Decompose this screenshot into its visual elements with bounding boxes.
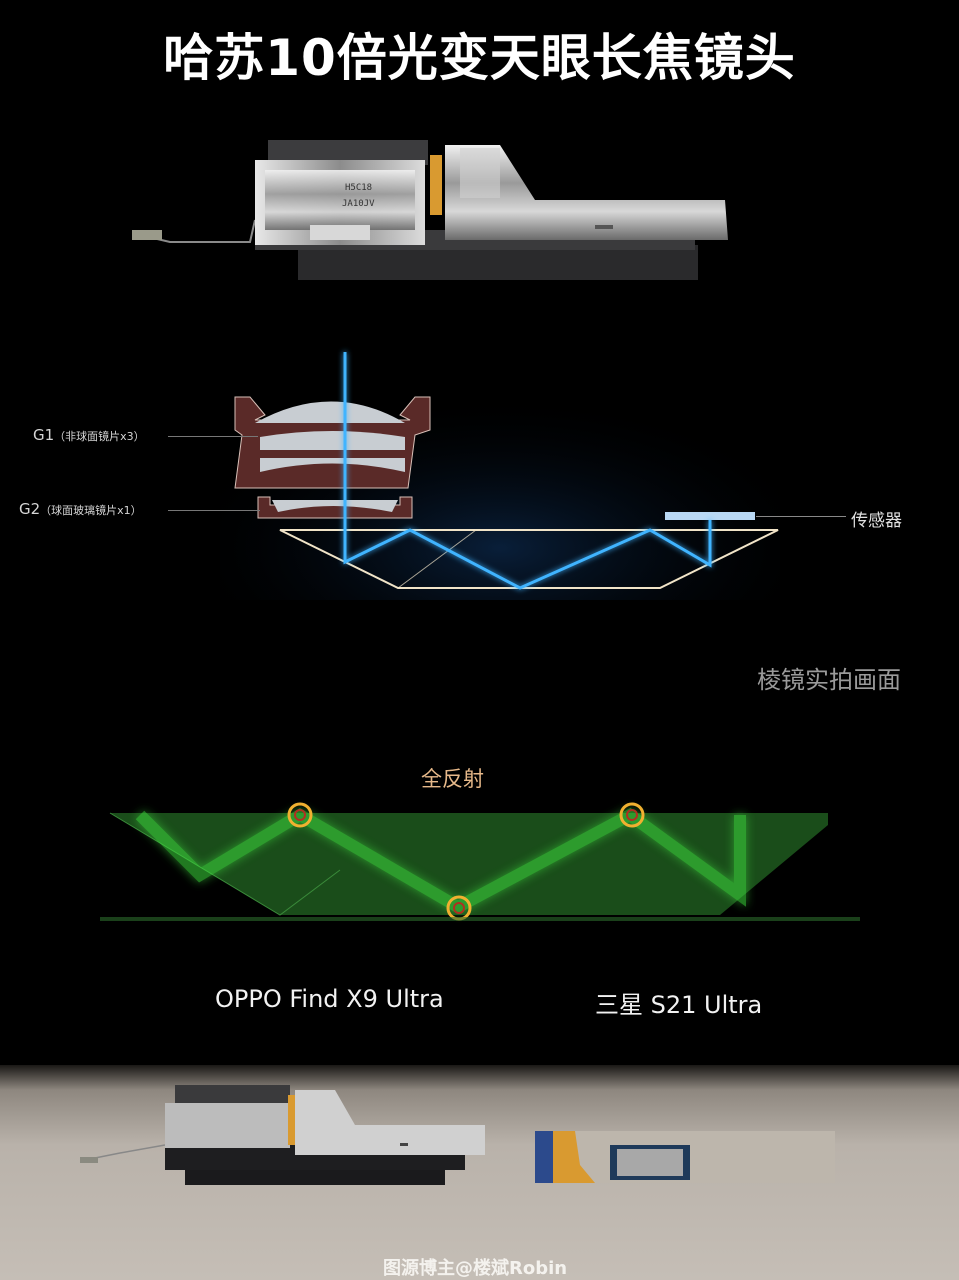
- g1-name: G1: [33, 426, 55, 444]
- g2-leader-line: [168, 510, 260, 511]
- samsung-label: 三星 S21 Ultra: [595, 991, 763, 1019]
- g2-label: G2（球面玻璃镜片x1）: [19, 500, 142, 518]
- module-comparison-photo: [0, 1065, 959, 1280]
- marking-1: H5C18: [345, 183, 372, 193]
- g1-leader-line: [168, 436, 258, 437]
- page-title: 哈苏10倍光变天眼长焦镜头: [163, 29, 796, 87]
- g1-note: （非球面镜片x3）: [54, 430, 145, 443]
- oppo-label: OPPO Find X9 Ultra: [215, 985, 444, 1013]
- marking-2: JA10JV: [342, 199, 375, 209]
- g2-name: G2: [19, 500, 41, 518]
- optical-path-diagram: [220, 340, 780, 600]
- sensor-leader-line: [756, 516, 846, 517]
- camera-module-photo: H5C18 JA10JV: [130, 140, 730, 285]
- photo-credit: 图源博主@楼斌Robin: [383, 1258, 568, 1279]
- total-reflection-label: 全反射: [421, 767, 484, 791]
- prism-photo-caption: 棱镜实拍画面: [757, 666, 901, 694]
- sensor-label: 传感器: [851, 511, 902, 531]
- g1-label: G1（非球面镜片x3）: [33, 426, 145, 444]
- g2-note: （球面玻璃镜片x1）: [40, 504, 142, 517]
- prism-laser-photo: [100, 795, 860, 935]
